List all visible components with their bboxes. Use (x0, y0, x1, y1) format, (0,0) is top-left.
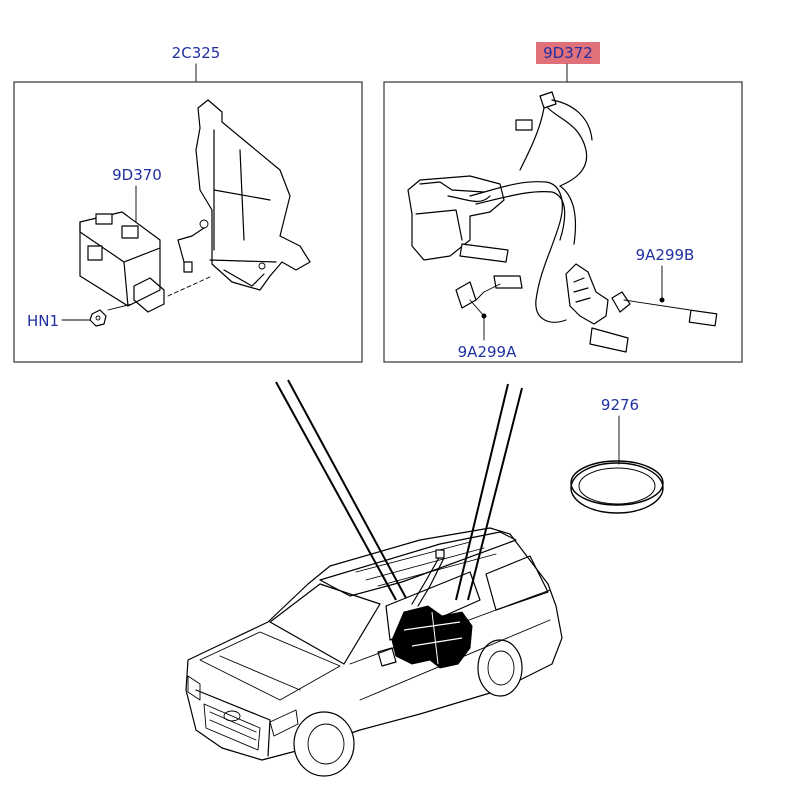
module-drawing (79, 211, 165, 313)
leader-9a299a (469, 299, 487, 341)
left-detail-frame (13, 81, 363, 363)
fuel-pump-drawing (407, 91, 718, 353)
nut-drawing (89, 309, 107, 327)
right-detail-frame (383, 81, 743, 363)
label-9276[interactable]: 9276 (601, 396, 639, 414)
leader-9a299b (623, 265, 691, 311)
label-9a299b[interactable]: 9A299B (636, 246, 695, 264)
pointer-lines (275, 379, 523, 601)
label-9a299a[interactable]: 9A299A (458, 343, 517, 361)
highlight-9d372 (536, 42, 600, 64)
label-9d372[interactable]: 9D372 (543, 44, 593, 62)
vehicle-drawing (185, 527, 563, 777)
bracket-drawing (167, 99, 311, 297)
sealing-ring-drawing (570, 460, 664, 514)
label-2c325[interactable]: 2C325 (172, 44, 221, 62)
label-9d370[interactable]: 9D370 (112, 166, 162, 184)
label-hn1[interactable]: HN1 (27, 312, 59, 330)
